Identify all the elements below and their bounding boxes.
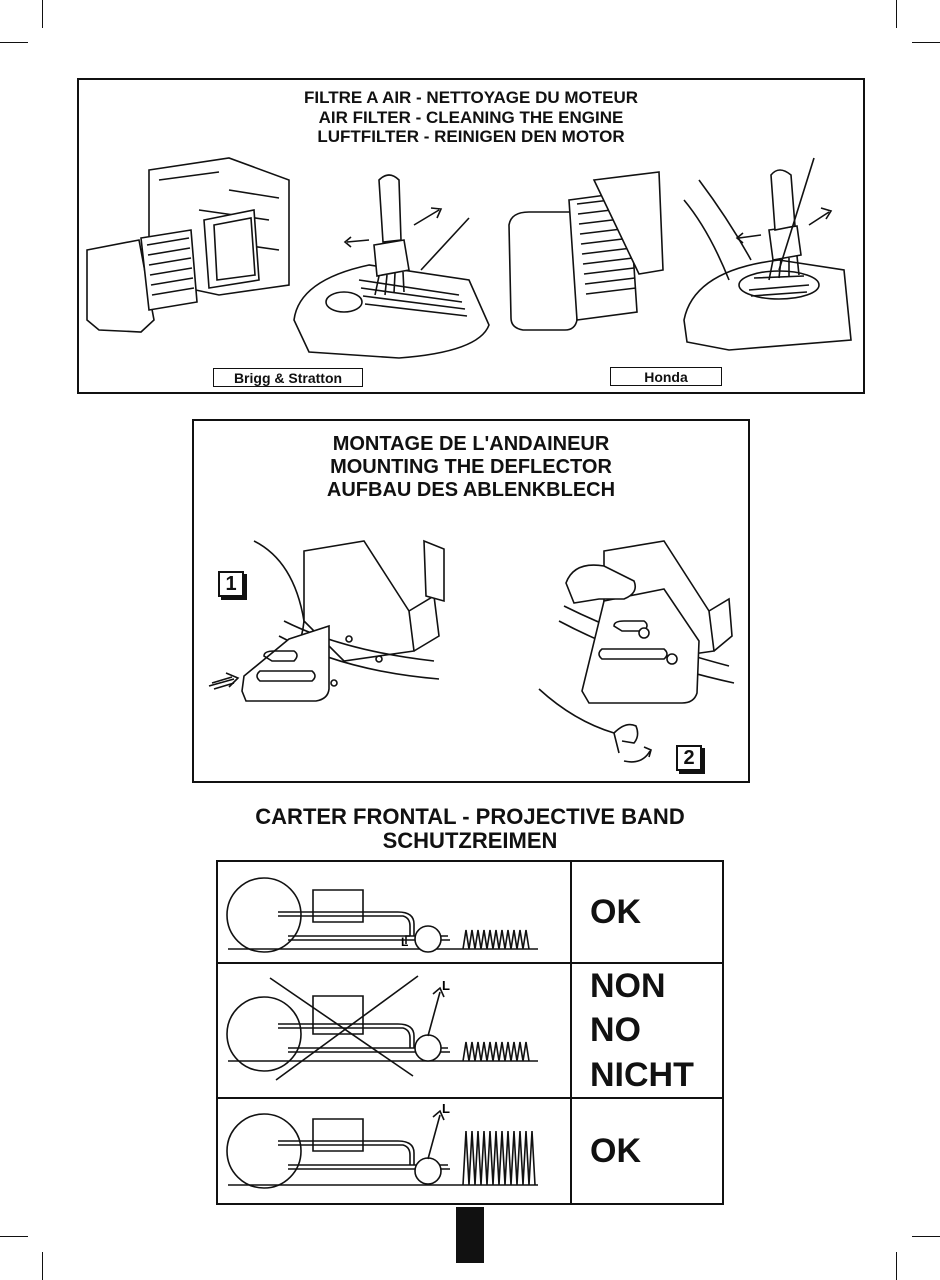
band-marker-l: L — [442, 1101, 450, 1116]
verdict-non: NON — [590, 964, 722, 1008]
air-filter-illustration — [79, 80, 863, 392]
deflector-step2-drawing — [539, 541, 734, 762]
band-marker-l: L — [442, 978, 450, 993]
crop-mark — [896, 1252, 897, 1280]
crop-mark — [912, 42, 940, 43]
band-diagram-cell: L — [217, 1098, 571, 1204]
crop-mark — [42, 1252, 43, 1280]
band-diagram-ok-low: L — [218, 862, 570, 957]
band-marker-l: L — [401, 935, 408, 949]
band-diagram-wrong: L — [218, 964, 570, 1092]
brand-label-honda: Honda — [610, 367, 722, 386]
band-title-line2: SCHUTZREIMEN — [0, 829, 940, 853]
band-row-2: L NON NO NICHT — [217, 963, 723, 1098]
band-titles: CARTER FRONTAL - PROJECTIVE BAND SCHUTZR… — [0, 805, 940, 853]
briggs-filter-drawing — [87, 158, 289, 332]
crop-mark — [0, 1236, 28, 1237]
air-filter-panel: FILTRE A AIR - NETTOYAGE DU MOTEUR AIR F… — [77, 78, 865, 394]
step-number-1: 1 — [218, 571, 244, 597]
crop-mark — [912, 1236, 940, 1237]
briggs-brush-drawing — [294, 175, 489, 358]
band-row-3: L OK — [217, 1098, 723, 1204]
band-row-1: L OK — [217, 861, 723, 963]
deflector-step1-drawing — [209, 541, 444, 701]
deflector-panel: MONTAGE DE L'ANDAINEUR MOUNTING THE DEFL… — [192, 419, 750, 783]
brand-label-briggs: Brigg & Stratton — [213, 368, 363, 387]
crop-mark — [0, 42, 28, 43]
band-diagram-cell: L — [217, 861, 571, 963]
band-diagram-cell: L — [217, 963, 571, 1098]
crop-mark — [42, 0, 43, 28]
band-verdict-cell: OK — [571, 861, 723, 963]
deflector-illustration — [194, 421, 748, 781]
page-tab-marker — [456, 1207, 484, 1263]
honda-filter-drawing — [509, 172, 663, 330]
verdict-ok: OK — [590, 890, 722, 934]
band-table: L OK L NON NO NICHT — [216, 860, 724, 1205]
verdict-nicht: NICHT — [590, 1053, 722, 1097]
honda-brush-drawing — [684, 158, 851, 350]
verdict-no: NO — [590, 1008, 722, 1052]
crop-mark — [896, 0, 897, 28]
step-number-2: 2 — [676, 745, 702, 771]
band-verdict-cell: NON NO NICHT — [571, 963, 723, 1098]
band-title-line1: CARTER FRONTAL - PROJECTIVE BAND — [0, 805, 940, 829]
band-diagram-ok-high: L — [218, 1099, 570, 1198]
verdict-ok: OK — [590, 1129, 722, 1173]
band-verdict-cell: OK — [571, 1098, 723, 1204]
